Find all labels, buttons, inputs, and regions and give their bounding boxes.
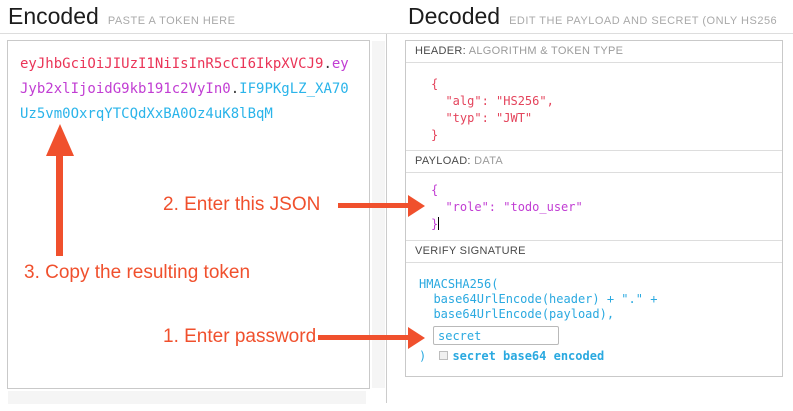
step2-arrow-shaft — [338, 203, 408, 208]
payload-section-label: PAYLOAD: — [415, 155, 471, 167]
encoded-panel-title: Encoded PASTE A TOKEN HERE — [8, 3, 235, 30]
header-divider — [0, 33, 793, 34]
encoded-token-text[interactable]: eyJhbGciOiJIUzI1NiIsInR5cCI6IkpXVCJ9.eyJ… — [8, 41, 357, 127]
encoded-subtitle: PASTE A TOKEN HERE — [107, 15, 236, 27]
secret-input[interactable] — [433, 326, 559, 345]
payload-section-sublabel: DATA — [474, 155, 504, 167]
token-separator: . — [323, 56, 332, 72]
signature-code: HMACSHA256( base64UrlEncode(header) + ".… — [419, 277, 658, 321]
header-section-label: HEADER: — [415, 45, 466, 57]
token-header-segment: eyJhbGciOiJIUzI1NiIsInR5cCI6IkpXVCJ9 — [20, 56, 324, 72]
step2-arrow-right-icon — [408, 195, 425, 217]
base64-checkbox[interactable] — [439, 351, 449, 360]
base64-checkbox-label[interactable]: secret base64 encoded — [452, 349, 605, 363]
annotation-step3: 3. Copy the resulting token — [24, 262, 251, 283]
header-section-title: HEADER: ALGORITHM & TOKEN TYPE — [406, 41, 782, 63]
payload-section-title: PAYLOAD: DATA — [406, 151, 782, 173]
horizontal-scrollbar[interactable] — [8, 391, 366, 404]
signature-last-line: ) secret base64 encoded — [406, 349, 782, 363]
annotation-step2: 2. Enter this JSON — [163, 194, 321, 215]
verify-signature-block: HMACSHA256( base64UrlEncode(header) + ".… — [406, 263, 782, 376]
decoded-panel: HEADER: ALGORITHM & TOKEN TYPE { "alg": … — [405, 40, 783, 377]
text-cursor — [438, 217, 440, 230]
step3-arrow-shaft — [56, 152, 63, 256]
step1-arrow-shaft — [318, 335, 408, 340]
header-section-sublabel: ALGORITHM & TOKEN TYPE — [468, 45, 624, 57]
column-divider — [386, 34, 387, 403]
token-payload-segment: eyJyb2xlIjoidG9kb191c2VyIn0 — [20, 56, 349, 97]
close-paren: ) — [419, 349, 434, 363]
token-signature-segment: IF9PKgLZ_XA70Uz5vm0OxrqYTCQdXxBA0Oz4uK8l… — [20, 81, 349, 122]
annotation-step1: 1. Enter password — [163, 326, 317, 347]
signature-section-label: VERIFY SIGNATURE — [415, 245, 526, 257]
encoded-token-box[interactable]: eyJhbGciOiJIUzI1NiIsInR5cCI6IkpXVCJ9.eyJ… — [7, 40, 370, 389]
payload-json-editor[interactable]: { "role": "todo_user" } — [406, 173, 782, 241]
header-json-editor[interactable]: { "alg": "HS256", "typ": "JWT" } — [406, 63, 782, 151]
decoded-title: Decoded — [408, 3, 501, 29]
step3-arrow-up-icon — [46, 124, 74, 156]
token-separator: . — [230, 81, 240, 97]
header-json-code[interactable]: { "alg": "HS256", "typ": "JWT" } — [431, 77, 554, 142]
encoded-title: Encoded — [8, 3, 99, 29]
step1-arrow-right-icon — [408, 327, 425, 349]
vertical-scrollbar[interactable] — [372, 41, 385, 388]
signature-section-title: VERIFY SIGNATURE — [406, 241, 782, 263]
payload-json-code[interactable]: { "role": "todo_user" } — [431, 183, 583, 231]
